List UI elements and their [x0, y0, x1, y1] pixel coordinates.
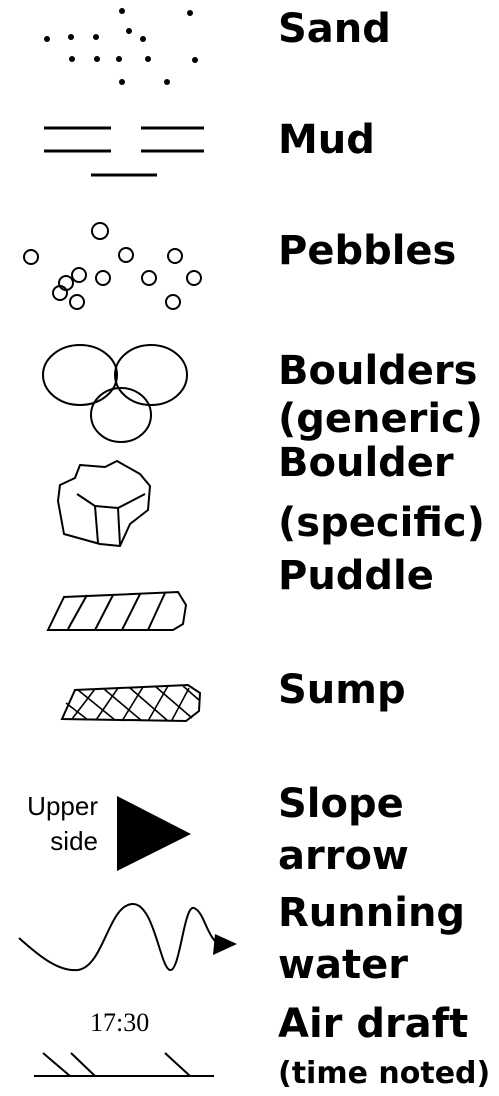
air-draft-icon: [34, 1053, 214, 1076]
sand-dots-icon: [44, 8, 198, 85]
label-air-draft-line1: Air draft: [278, 1001, 468, 1047]
label-slope-arrow-line1: Slope: [278, 781, 404, 827]
running-water-icon: [19, 904, 237, 970]
label-puddle: Puddle: [278, 553, 434, 599]
label-mud: Mud: [278, 117, 375, 163]
label-sand: Sand: [278, 6, 391, 52]
slope-arrow-icon: [117, 796, 191, 871]
boulders-generic-icon: [43, 345, 187, 442]
sump-icon: [62, 685, 200, 721]
pebbles-icon: [24, 223, 201, 309]
label-pebbles: Pebbles: [278, 228, 456, 274]
label-slope-arrow-line2: arrow: [278, 833, 409, 879]
boulder-specific-icon: [58, 461, 150, 546]
label-sump: Sump: [278, 667, 406, 713]
air-draft-time: 17:30: [90, 1008, 149, 1038]
label-running-water-line1: Running: [278, 890, 465, 936]
label-boulder-specific-line1: Boulder: [278, 440, 454, 486]
label-running-water-line2: water: [278, 942, 408, 988]
slope-note-line2: side: [10, 826, 98, 856]
label-boulders-generic-line2: (generic): [278, 396, 483, 442]
label-air-draft-line2: (time noted): [278, 1057, 490, 1091]
mud-lines-icon: [44, 128, 204, 175]
slope-note-line1: Upper: [10, 791, 98, 821]
label-boulder-specific-line2: (specific): [278, 500, 485, 546]
label-boulders-generic-line1: Boulders: [278, 348, 477, 394]
puddle-icon: [48, 592, 186, 630]
